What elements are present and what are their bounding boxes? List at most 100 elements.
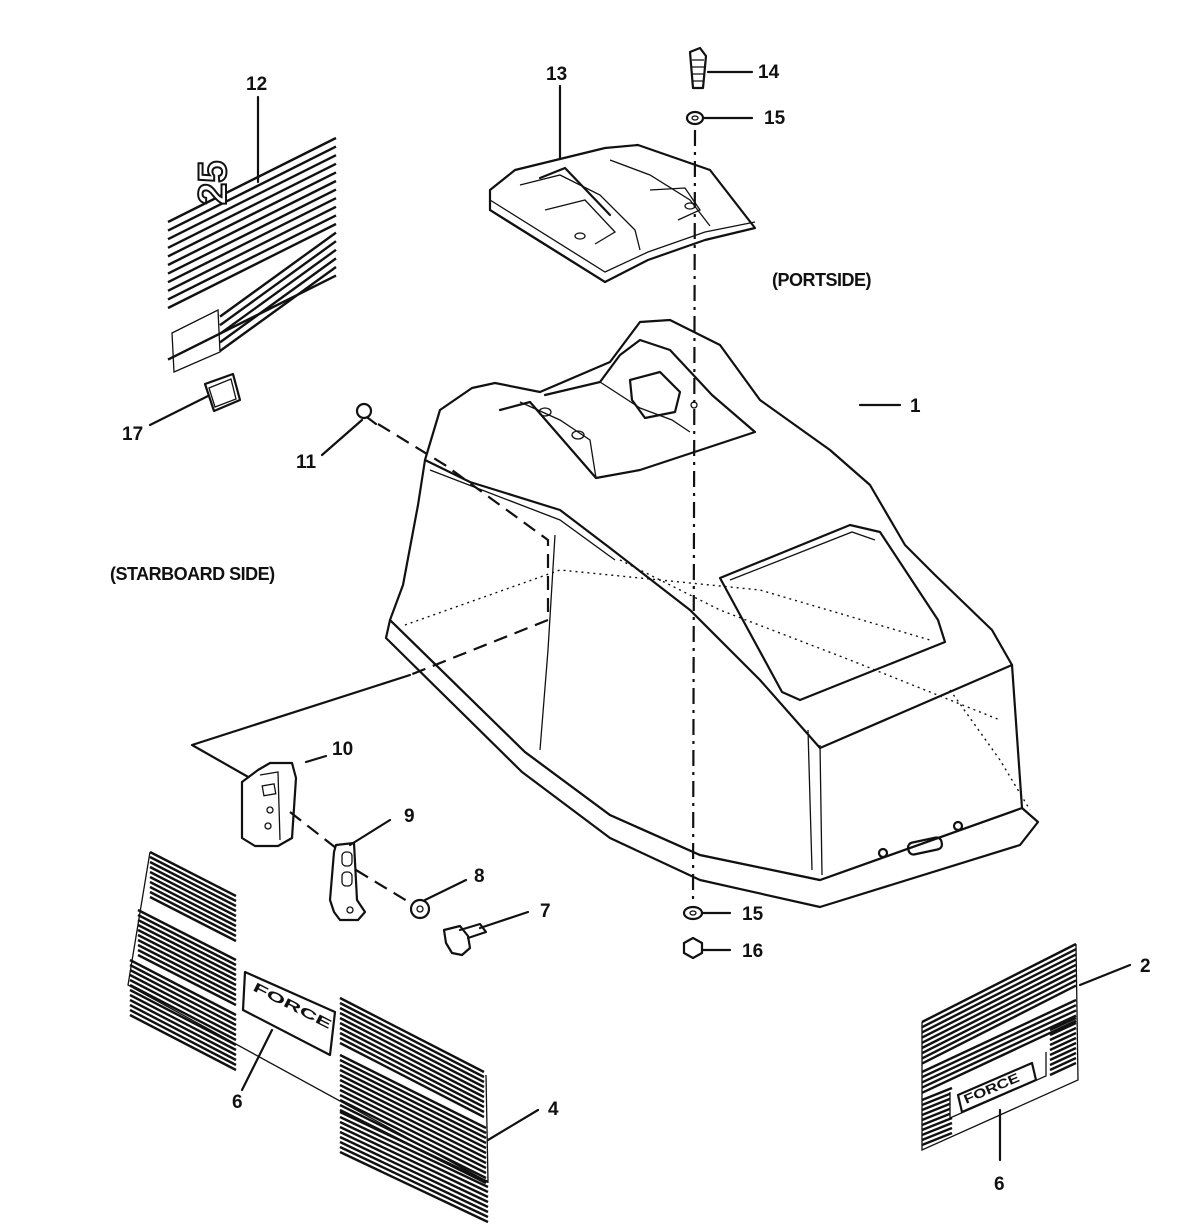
decal-stripe [129, 1003, 237, 1062]
decal-stripe [167, 205, 337, 292]
callout-4: 4 [548, 1099, 559, 1120]
decal-stripe [921, 1121, 953, 1137]
decal-stripe [921, 1004, 1077, 1079]
decal-stripe [1049, 1046, 1077, 1062]
decal-stripe [339, 1073, 487, 1150]
decal-stripe [921, 963, 1077, 1044]
plate-part-17 [203, 372, 242, 413]
decal-stripe [129, 958, 237, 1017]
decal-stripe [167, 136, 337, 224]
decal-stripe [1049, 1031, 1077, 1047]
decal-stripe [149, 895, 237, 943]
decal-stripe [137, 938, 237, 992]
decal-stripe [339, 1093, 487, 1170]
decal-stripe [339, 1130, 489, 1204]
decal-stripe [339, 1068, 487, 1145]
callout-7: 7 [540, 901, 551, 922]
decal-stripe [129, 983, 237, 1042]
callout-6-right: 6 [994, 1174, 1005, 1195]
washer-part-15-bottom [682, 905, 704, 921]
decal-stripe [339, 1001, 485, 1079]
decal-stripe [339, 1063, 487, 1140]
decal-stripe [167, 179, 337, 267]
decal-stripe [149, 870, 237, 918]
decal-stripe [921, 998, 1077, 1074]
decal-stripe [921, 1106, 953, 1122]
decal-stripe [339, 1021, 485, 1099]
decal-stripe [167, 162, 337, 249]
decal-part-12 [167, 136, 337, 373]
decal-stripe [339, 996, 485, 1074]
callout-17: 17 [122, 424, 143, 445]
decal-stripe [149, 875, 237, 923]
callout-14: 14 [758, 62, 780, 83]
decal-stripe [921, 979, 1077, 1060]
decal-stripe [129, 993, 237, 1052]
decal-stripe [137, 933, 237, 987]
callout-10: 10 [332, 739, 353, 760]
decal-stripe [167, 145, 337, 232]
decal-stripe [129, 988, 237, 1047]
decal-stripe [129, 998, 237, 1057]
decal-stripe [167, 222, 337, 310]
screw-part-7 [442, 922, 488, 957]
decal-stripe [921, 948, 1077, 1029]
decal-stripe [1049, 1041, 1077, 1057]
decal-stripe [149, 880, 237, 928]
decal-stripe [339, 1078, 487, 1155]
decal-stripe [149, 860, 237, 908]
note-starboard: (STARBOARD SIDE) [110, 564, 275, 584]
decal-stripe [921, 1019, 1077, 1094]
bracket-part-10 [240, 761, 298, 848]
note-portside: (PORTSIDE) [772, 270, 872, 290]
decal-stripe [339, 1083, 487, 1160]
stud-centerline [691, 129, 697, 906]
decal-stripe [1049, 1016, 1077, 1032]
decal-stripe [149, 885, 237, 933]
decal-stripe [137, 918, 237, 972]
callout-16: 16 [742, 941, 763, 962]
washer-part-8 [409, 898, 431, 920]
callout-13: 13 [546, 64, 567, 85]
decal-stripe [219, 266, 337, 352]
decal-stripe [339, 1058, 487, 1135]
decal-stripe [921, 1116, 953, 1132]
decal-stripe [339, 1120, 489, 1194]
decal-stripe [921, 968, 1077, 1050]
decal-stripe [339, 1140, 489, 1214]
callout-8: 8 [474, 866, 485, 887]
decal-stripe [339, 1150, 489, 1224]
decal-stripe [921, 984, 1077, 1065]
latch-fastener-path [355, 869, 413, 905]
center-plate-part-13 [488, 143, 757, 284]
decal-stripe [167, 188, 337, 275]
decal-stripe [339, 1041, 485, 1119]
decal-stripe [137, 943, 237, 997]
latch-part-9 [328, 841, 367, 922]
decal-stripe [339, 1098, 487, 1175]
decal-stripe [167, 154, 337, 241]
decal-stripe [921, 1014, 1077, 1089]
decal-12-blank-box [171, 308, 221, 373]
callout-15-bottom: 15 [742, 904, 764, 925]
decal-stripe [921, 1086, 953, 1102]
decal-stripe [219, 240, 337, 327]
decal-stripe [1049, 1061, 1077, 1077]
callout-6-left: 6 [232, 1092, 243, 1113]
decal-part-4 [127, 850, 489, 1224]
decal-stripe [339, 1031, 485, 1109]
callout-15-top: 15 [764, 108, 786, 129]
nut-part-16 [682, 936, 704, 960]
decal-stripe [921, 1101, 953, 1117]
decal-stripe [129, 978, 237, 1037]
decal-4-edge [127, 851, 489, 1184]
screw-part-11 [355, 402, 378, 426]
decal-stripe [129, 1013, 237, 1072]
decal-stripe [921, 953, 1077, 1034]
decal-stripe [339, 1011, 485, 1089]
decal-12-model-number: 25 [191, 161, 235, 206]
decal-stripe [129, 1008, 237, 1067]
decal-stripe [339, 1125, 489, 1199]
decal-stripe [137, 953, 237, 1007]
